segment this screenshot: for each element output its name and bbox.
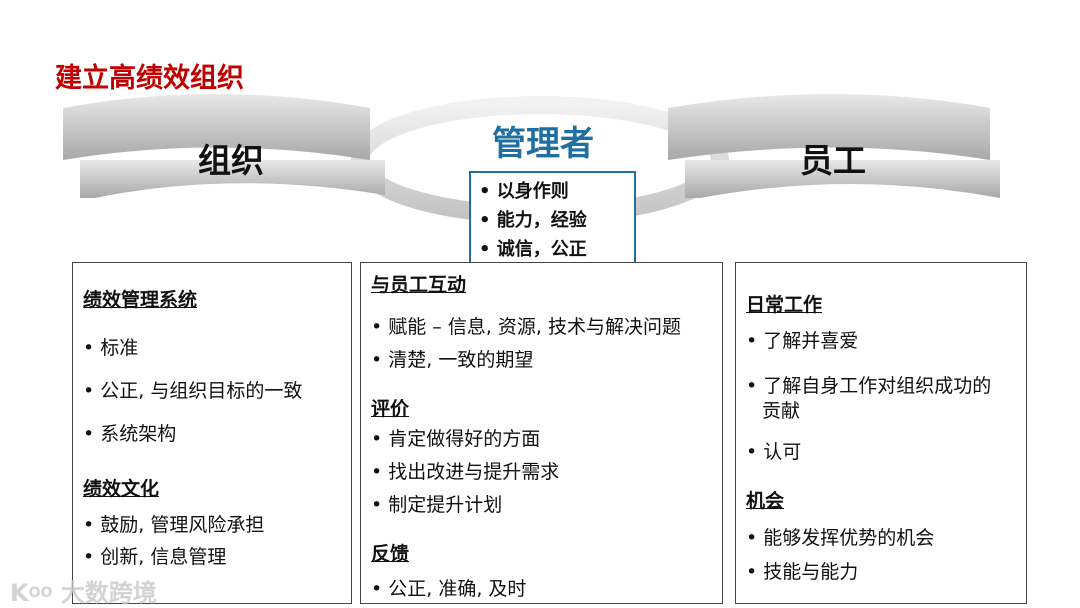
ring-label-manager: 管理者 [492,124,594,164]
callout-item: • 能力，经验 [479,210,587,231]
interlocking-rings-graphic [63,94,1000,224]
ring-label-organization: 组织 [198,141,264,180]
section-heading: 日常工作 [746,294,823,316]
organization-box: 绩效管理系统 • 标准 • 公正, 与组织目标的一致 • 系统架构 绩效文化 •… [72,262,352,604]
callout-item: • 诚信，公正 [479,239,587,260]
section-heading: 反馈 [371,543,410,565]
list-item: • 了解自身工作对组织成功的 [746,375,992,397]
list-item: • 公正, 准确, 及时 [371,578,527,600]
list-item: • 技能与能力 [746,561,859,583]
right-ring-top [668,94,990,160]
right-ring-bottom [685,160,1000,198]
left-ring-top [63,94,370,160]
callout-item: • 以身作则 [479,181,569,202]
ring-label-employee: 员工 [800,141,866,180]
list-item: • 认可 [746,441,802,463]
page-title: 建立高绩效组织 [55,63,244,94]
left-ring-bottom [80,160,385,198]
section-heading: 与员工互动 [371,274,467,296]
list-item: • 清楚, 一致的期望 [371,349,534,371]
list-item: • 系统架构 [83,423,177,445]
list-item: • 找出改进与提升需求 [371,461,560,483]
list-item: • 标准 [83,337,139,359]
list-item: • 创新, 信息管理 [83,546,227,568]
section-heading: 机会 [746,490,785,512]
list-item: • 肯定做得好的方面 [371,428,541,450]
list-item: • 能够发挥优势的机会 [746,527,935,549]
watermark: KOO 大数跨境 [10,579,157,607]
list-item: • 了解并喜爱 [746,330,859,352]
section-heading: 绩效文化 [83,478,160,500]
section-heading: 评价 [371,398,410,420]
manager-box: 与员工互动 • 赋能 – 信息, 资源, 技术与解决问题 • 清楚, 一致的期望… [360,262,723,604]
list-item: • 鼓励, 管理风险承担 [83,514,265,536]
manager-callout: • 以身作则 • 能力，经验 • 诚信，公正 [469,171,636,264]
employee-box: 日常工作 • 了解并喜爱 • 了解自身工作对组织成功的 贡献 • 认可 机会 •… [735,262,1027,604]
list-item: • 制定提升计划 [371,494,503,516]
section-heading: 绩效管理系统 [83,289,198,311]
list-item: • 赋能 – 信息, 资源, 技术与解决问题 [371,316,681,338]
list-item: • 公正, 与组织目标的一致 [83,380,303,402]
list-item: 贡献 [762,400,801,422]
